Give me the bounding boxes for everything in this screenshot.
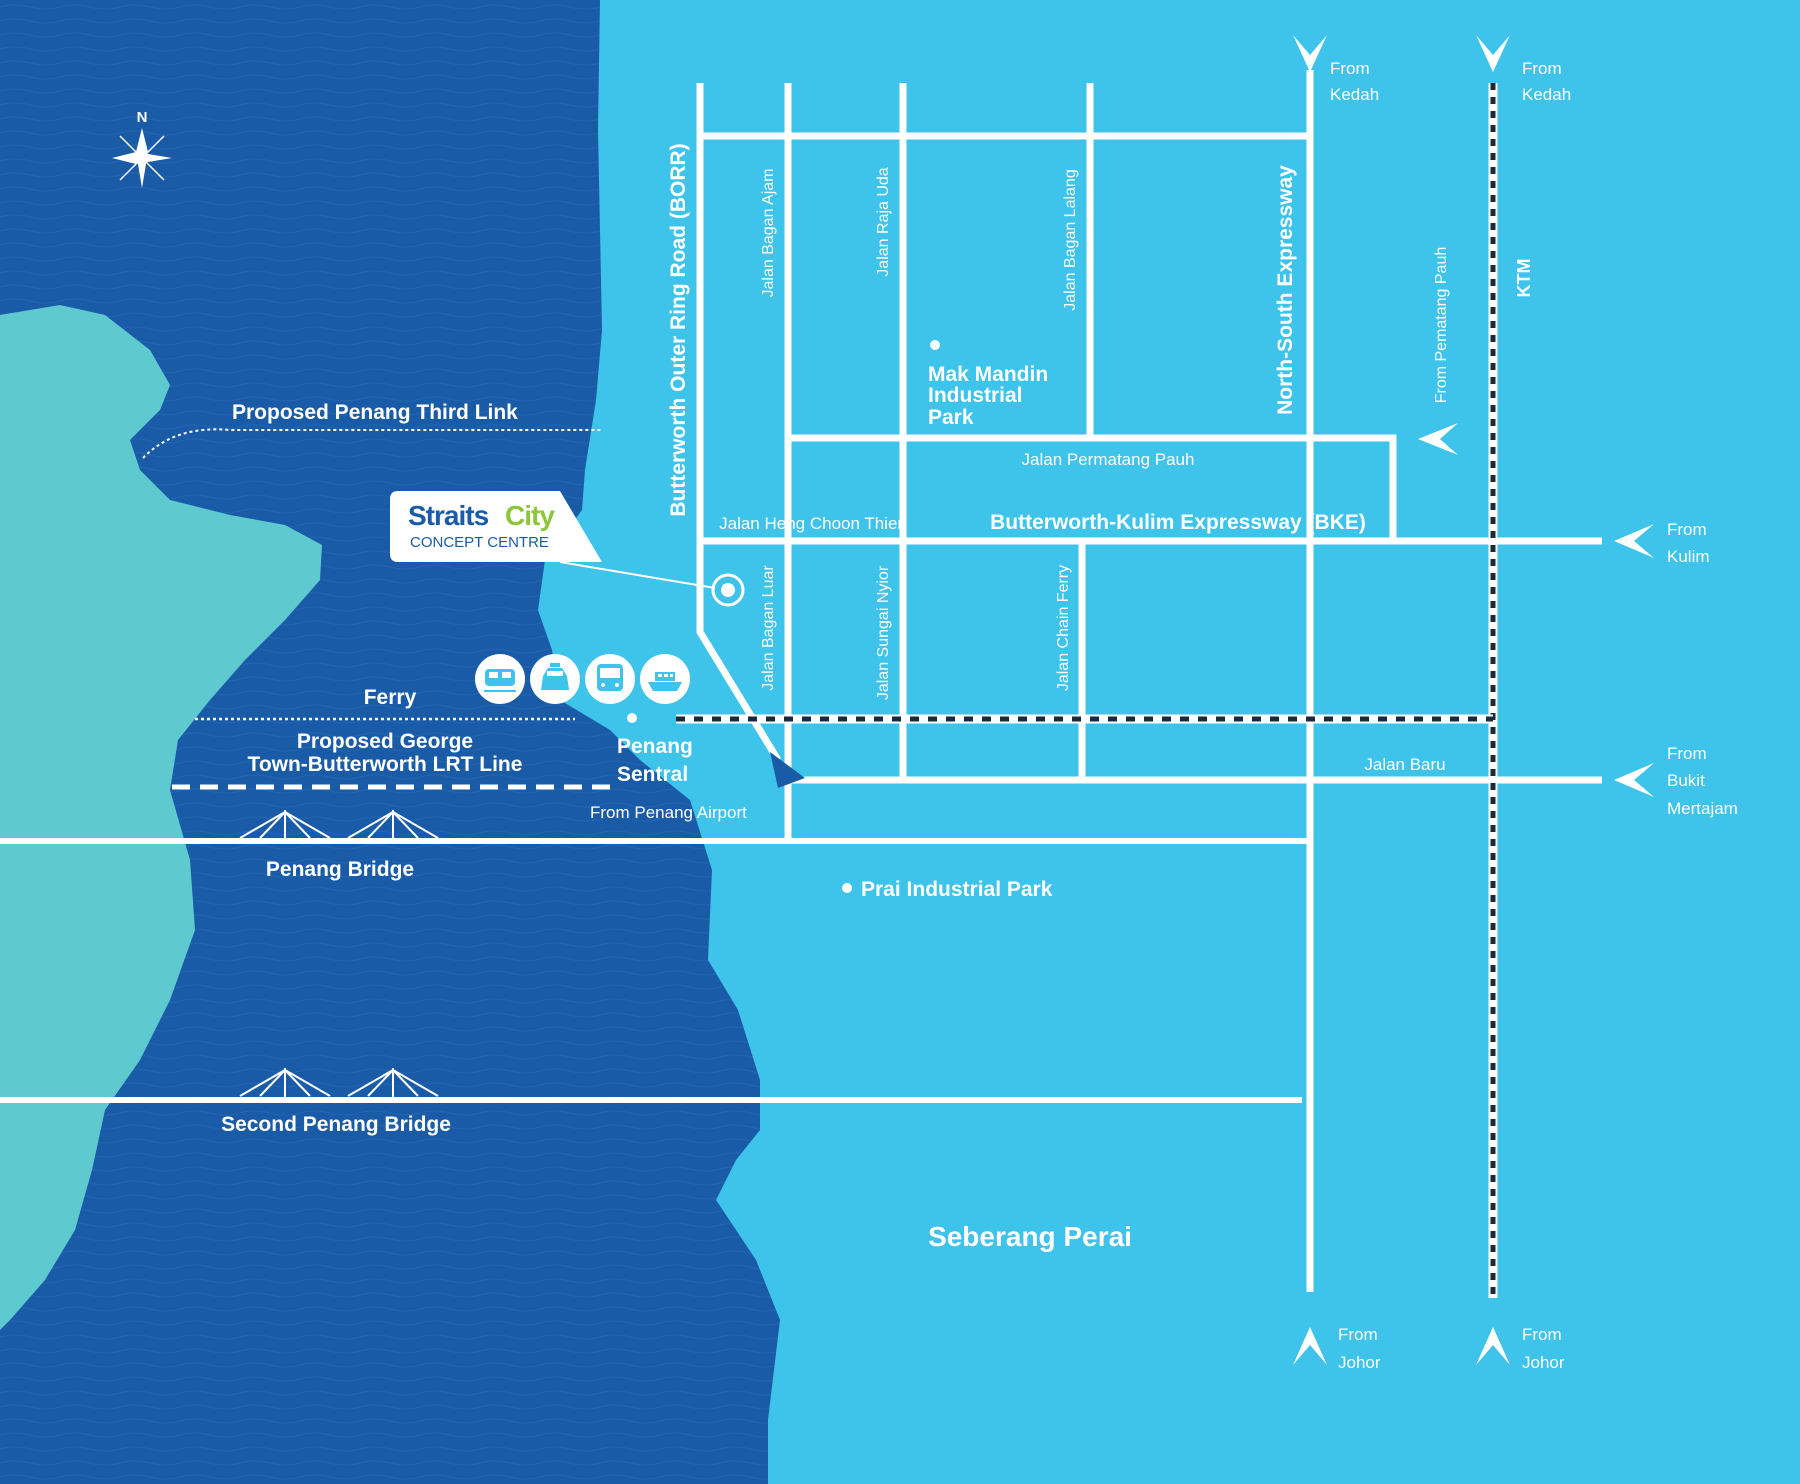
road-label-borr: Butterworth Outer Ring Road (BORR) [667,143,690,516]
penang-sentral-label-line2: Sentral [617,763,688,786]
borr-arrow-icon [770,752,805,788]
road-label-chain-ferry: Jalan Chain Ferry [1055,565,1072,691]
direction-bm-line3: Mertajam [1667,799,1738,818]
direction-kulim-line2: Kulim [1667,547,1710,566]
arrow-from-pematang-pauh-icon [1418,423,1458,455]
compass-north-label: N [137,109,148,126]
mak-mandin-label-line1: Mak Mandin [928,363,1048,386]
direction-kulim-line1: From [1667,520,1707,539]
direction-from-pematang-pauh: From Pematang Pauh [1433,247,1450,404]
road-label-heng-choon-thien: Jalan Heng Choon Thien [719,514,907,533]
direction-bm-line1: From [1667,744,1707,763]
road-label-nse: North-South Expressway [1274,165,1297,415]
sea-waves [0,0,780,1484]
arrow-from-kedah-1-icon [1293,35,1327,72]
direction-kedah2-line2: Kedah [1522,85,1571,104]
road-network [696,70,1602,1292]
mak-mandin-label-line2: Industrial [928,384,1023,407]
road-label-bke: Butterworth-Kulim Expressway (BKE) [990,511,1366,534]
second-bridge-label: Second Penang Bridge [221,1113,451,1136]
direction-kedah1-line1: From [1330,59,1370,78]
prai-marker [842,883,852,893]
road-label-bagan-luar: Jalan Bagan Luar [760,565,777,691]
from-penang-airport-label: From Penang Airport [590,803,747,822]
penang-island [0,305,322,1330]
taxi-icon [530,654,580,704]
third-link-line [142,428,602,459]
arrow-from-johor-1-icon [1293,1327,1327,1365]
third-link-label: Proposed Penang Third Link [232,401,518,424]
direction-johor2-line1: From [1522,1325,1562,1344]
direction-kedah1-line2: Kedah [1330,85,1379,104]
arrow-from-kedah-2-icon [1476,35,1510,72]
logo-city-text: City [505,500,555,531]
direction-bm-line2: Bukit [1667,771,1705,790]
prai-label: Prai Industrial Park [861,878,1053,901]
mak-mandin-marker [930,340,940,350]
road-label-ktm: KTM [1514,259,1534,298]
straits-city-location-marker [711,573,745,607]
mak-mandin-label-line3: Park [928,406,974,429]
road-label-bagan-ajam: Jalan Bagan Ajam [760,169,777,298]
second-bridge-pylons-icon [239,1068,439,1098]
bus-icon [585,654,635,704]
logo-straits-text: Straits [408,500,489,531]
straits-city-callout: Straits City CONCEPT CENTRE [390,491,716,589]
penang-bridge-label: Penang Bridge [266,858,414,881]
arrow-from-bukit-mertajam-icon [1614,763,1654,797]
direction-johor1-line2: Johor [1338,1353,1381,1372]
ferry-label: Ferry [364,686,417,709]
lrt-label-line2: Town-Butterworth LRT Line [248,753,523,776]
ferry-icon [640,654,690,704]
penang-sentral-marker [627,713,637,723]
arrow-from-kulim-icon [1614,524,1654,558]
lrt-label-line1: Proposed George [297,730,473,753]
compass-rose-icon: N [112,109,172,188]
direction-kedah2-line1: From [1522,59,1562,78]
arrow-from-johor-2-icon [1476,1327,1510,1365]
road-label-sungai-nyior: Jalan Sungai Nyior [875,565,892,700]
train-icon [475,654,525,704]
road-label-permatang-pauh: Jalan Permatang Pauh [1022,450,1195,469]
seberang-perai-label: Seberang Perai [928,1221,1132,1252]
penang-bridge-pylons-icon [239,810,439,840]
road-label-raja-uda: Jalan Raja Uda [875,167,892,277]
direction-johor2-line2: Johor [1522,1353,1565,1372]
direction-johor1-line1: From [1338,1325,1378,1344]
logo-subtitle-text: CONCEPT CENTRE [410,534,549,551]
road-label-jalan-baru: Jalan Baru [1364,755,1445,774]
penang-sentral-label-line1: Penang [617,735,693,758]
road-label-bagan-lalang: Jalan Bagan Lalang [1062,169,1079,310]
